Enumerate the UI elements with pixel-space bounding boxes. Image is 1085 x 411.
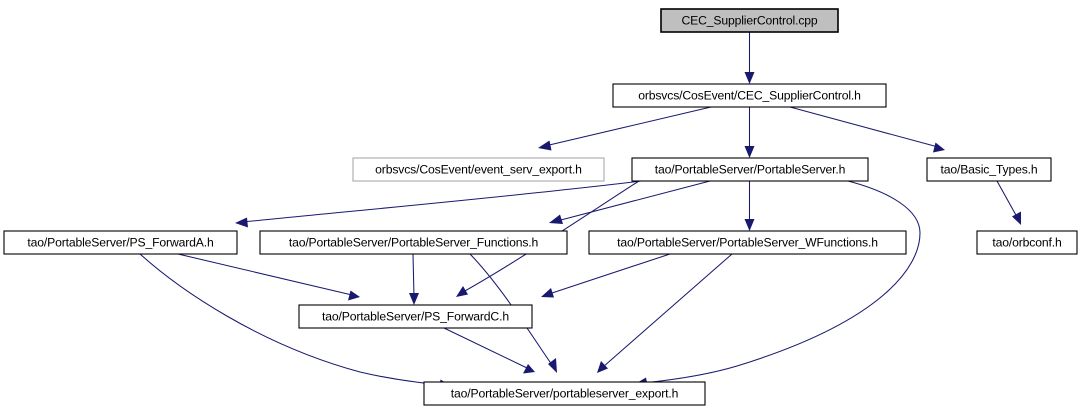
edge-cec-to-event-serv-export [538, 106, 712, 151]
node-portableserver-h[interactable]: tao/PortableServer/PortableServer.h [631, 157, 869, 182]
node-label-portableserver-wfunctions-h: tao/PortableServer/PortableServer_WFunct… [617, 236, 878, 250]
edge-portableserver-to-ps-forwarda [235, 180, 642, 228]
node-orbconf-h[interactable]: tao/orbconf.h [976, 230, 1078, 255]
node-layer: CEC_SupplierControl.cpp orbsvcs/CosEvent… [3, 8, 1078, 406]
node-label-ps-forwarda-h: tao/PortableServer/PS_ForwardA.h [27, 236, 213, 250]
node-label-ps-forwardc-h: tao/PortableServer/PS_ForwardC.h [322, 310, 509, 324]
edge-cec-to-portableserver [744, 107, 755, 158]
node-basic-types-h[interactable]: tao/Basic_Types.h [926, 157, 1052, 182]
edge-cec-to-basic-types [789, 106, 945, 153]
node-portableserver-functions-h[interactable]: tao/PortableServer/PortableServer_Functi… [259, 230, 568, 255]
node-ps-forwarda-h[interactable]: tao/PortableServer/PS_ForwardA.h [3, 230, 238, 255]
node-label-portableserver-h: tao/PortableServer/PortableServer.h [655, 163, 846, 177]
edge-layer [139, 32, 1021, 390]
node-label-portableserver-export-h: tao/PortableServer/portableserver_export… [451, 387, 678, 401]
node-label-portableserver-functions-h: tao/PortableServer/PortableServer_Functi… [289, 236, 538, 250]
node-label-cec-suppliercontrol-cpp: CEC_SupplierControl.cpp [681, 14, 817, 28]
node-label-event-serv-export-h: orbsvcs/CosEvent/event_serv_export.h [375, 163, 582, 177]
edge-portableserver-wfunctions-to-ps-forwardc [541, 253, 671, 298]
edge-portableserver-wfunctions-to-portableserver-export [597, 253, 733, 373]
edge-portableserver-to-portableserver-export [635, 180, 921, 388]
node-label-basic-types-h: tao/Basic_Types.h [940, 163, 1037, 177]
node-event-serv-export-h[interactable]: orbsvcs/CosEvent/event_serv_export.h [352, 157, 605, 182]
node-ps-forwardc-h[interactable]: tao/PortableServer/PS_ForwardC.h [298, 304, 533, 329]
node-cec-suppliercontrol-h[interactable]: orbsvcs/CosEvent/CEC_SupplierControl.h [612, 83, 887, 108]
node-label-cec-suppliercontrol-h: orbsvcs/CosEvent/CEC_SupplierControl.h [638, 89, 861, 103]
node-label-orbconf-h: tao/orbconf.h [992, 236, 1061, 250]
node-portableserver-export-h[interactable]: tao/PortableServer/portableserver_export… [423, 381, 706, 406]
edge-portableserver-to-portableserver-wfunctions [744, 181, 755, 231]
edge-portableserver-functions-to-ps-forwardc [409, 253, 419, 305]
edge-root-to-cec-supplier-control-h [744, 32, 755, 84]
node-cec-suppliercontrol-cpp[interactable]: CEC_SupplierControl.cpp [660, 8, 839, 33]
edge-basic-types-to-orbconf [996, 180, 1021, 225]
edge-ps-forwardc-to-portableserver-export [443, 327, 535, 374]
edge-portableserver-to-portableserver-functions [549, 180, 711, 224]
edge-ps-forwarda-to-ps-forwardc [177, 253, 360, 301]
node-portableserver-wfunctions-h[interactable]: tao/PortableServer/PortableServer_WFunct… [588, 230, 907, 255]
